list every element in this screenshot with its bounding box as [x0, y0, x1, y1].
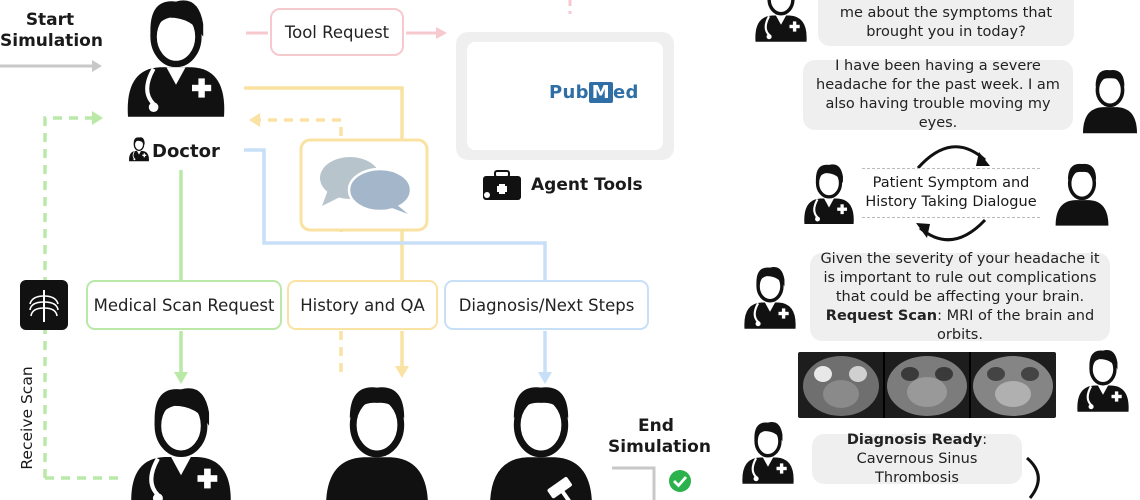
cycle-arrow-top — [916, 145, 987, 170]
dialogue-title: Patient Symptom and History Taking Dialo… — [862, 168, 1040, 218]
patient-avatar — [326, 387, 428, 500]
scan-doctor-avatar — [131, 388, 231, 500]
doctor-small-icon — [128, 136, 150, 162]
tool-request-box: Tool Request — [270, 8, 404, 56]
dialogue-patient-avatar-2 — [1053, 162, 1111, 228]
doctor-scan-bubble: Given the severity of your headache it i… — [810, 251, 1110, 343]
agent-tools-label: Agent Tools — [531, 175, 643, 195]
doctor-question-bubble: me about the symptoms that brought you i… — [818, 0, 1074, 46]
dialogue-doctor-avatar-1 — [753, 0, 809, 44]
diagnosis-next-steps-box: Diagnosis/Next Steps — [444, 280, 649, 330]
history-qa-box: History and QA — [287, 280, 438, 330]
evaluator-avatar — [490, 387, 592, 500]
dialogue-patient-avatar-1 — [1081, 68, 1139, 135]
medical-scan-request-box: Medical Scan Request — [86, 280, 282, 330]
diagnosis-ready-bubble: Diagnosis Ready: Cavernous Sinus Thrombo… — [812, 432, 1022, 486]
receive-scan-label: Receive Scan — [18, 366, 36, 470]
mri-image-3 — [973, 356, 1053, 416]
mri-scan-images — [798, 352, 1056, 418]
dialogue-doctor-avatar-3 — [742, 265, 798, 331]
doctor-avatar-main — [128, 0, 225, 116]
dialogue-radiologist-avatar — [1075, 348, 1131, 414]
dialogue-doctor-avatar-4 — [740, 420, 796, 486]
check-icon — [669, 470, 691, 492]
patient-reply-bubble: I have been having a severe headache for… — [803, 58, 1073, 131]
dialogue-doctor-avatar-2 — [802, 162, 856, 226]
cycle-arrow-bottom — [919, 218, 987, 242]
medical-kit-icon — [483, 170, 521, 200]
gavel-icon — [547, 476, 574, 500]
xray-icon — [20, 280, 68, 330]
mri-image-1 — [803, 356, 879, 416]
doctor-label: Doctor — [152, 141, 220, 162]
receive-scan-line — [43, 116, 92, 478]
agent-tools-inner — [467, 42, 663, 150]
mri-image-2 — [887, 356, 967, 416]
diagnosis-line — [244, 148, 547, 280]
